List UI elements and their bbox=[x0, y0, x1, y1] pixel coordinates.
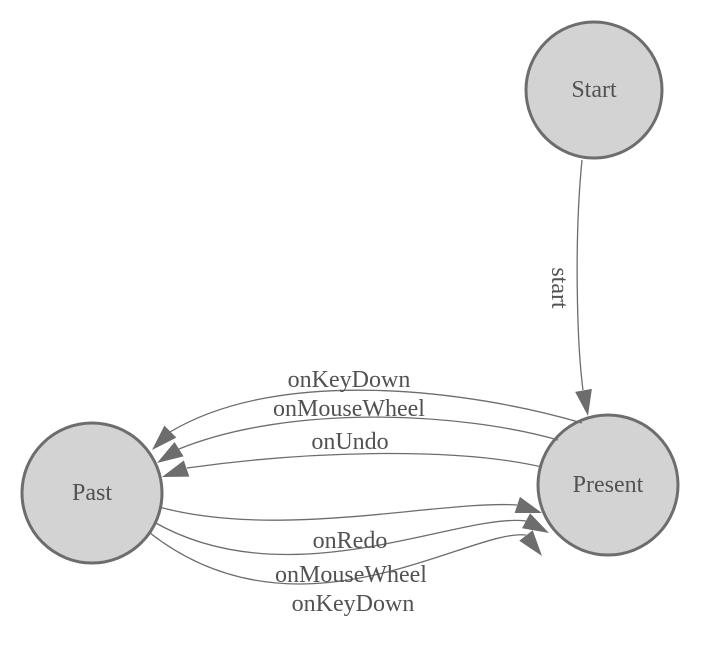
edge-label-onmousewheel-upper: onMouseWheel bbox=[273, 396, 425, 422]
edge-present-to-past-onkeydown bbox=[169, 389, 583, 433]
arrowhead-icon-onmousewheel-to-present bbox=[522, 513, 549, 533]
node-present-label: Present bbox=[573, 472, 644, 498]
edge-label-start: start bbox=[546, 267, 572, 309]
arrowhead-icon-onundo-to-past bbox=[162, 460, 190, 477]
node-past-label: Past bbox=[72, 480, 112, 506]
edge-present-to-past-onundo bbox=[186, 452, 543, 469]
labels-layer: Start Past Present start onKeyDown onMou… bbox=[72, 77, 644, 617]
arrowhead-icon-onkeydown-to-present bbox=[519, 530, 542, 556]
edge-start-to-present bbox=[576, 159, 584, 391]
arrowhead-icon-onkeydown-to-past bbox=[152, 425, 177, 450]
edge-past-to-present-onredo bbox=[158, 503, 518, 521]
edge-present-to-past-onmousewheel bbox=[178, 416, 559, 450]
arrowhead-icon-onmousewheel-to-past bbox=[157, 442, 184, 463]
edge-label-onredo: onRedo bbox=[313, 528, 388, 554]
node-past-circle bbox=[20, 421, 164, 565]
edge-past-to-present-onmousewheel bbox=[153, 519, 527, 556]
edge-label-onundo: onUndo bbox=[311, 429, 388, 455]
edge-past-to-present-onkeydown bbox=[149, 532, 527, 585]
edge-label-onmousewheel-lower: onMouseWheel bbox=[275, 562, 427, 588]
node-start-circle bbox=[524, 20, 664, 160]
edges-layer bbox=[149, 159, 592, 585]
arrowhead-icon-start-to-present bbox=[575, 388, 592, 416]
node-present-circle bbox=[536, 413, 680, 557]
edge-label-onkeydown-upper: onKeyDown bbox=[288, 367, 411, 393]
nodes-layer bbox=[20, 20, 680, 565]
node-start-label: Start bbox=[571, 77, 617, 103]
arrowhead-icon-onredo-to-present bbox=[514, 496, 542, 514]
edge-label-onkeydown-lower: onKeyDown bbox=[292, 591, 415, 617]
